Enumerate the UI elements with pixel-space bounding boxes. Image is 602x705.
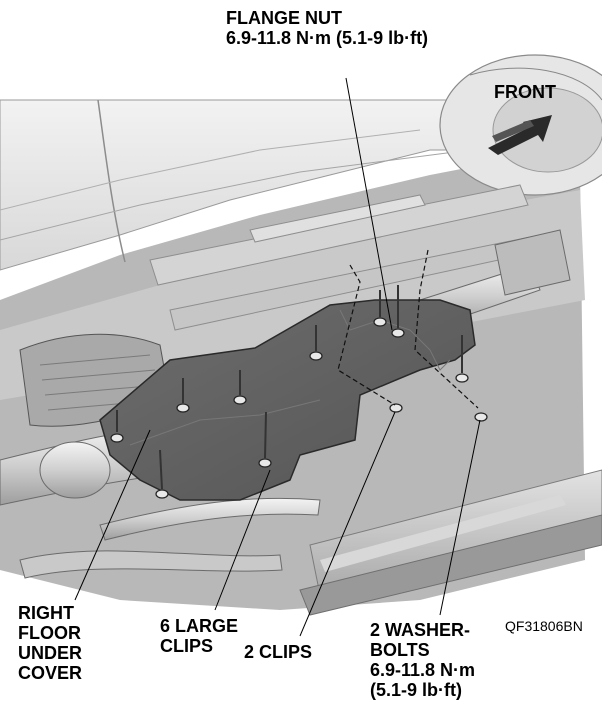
bolt-icon — [258, 458, 272, 468]
front-arrow-icon — [488, 115, 552, 155]
right-floor-under-cover-label: RIGHT FLOOR UNDER COVER — [18, 603, 83, 683]
cross-members — [149, 184, 546, 331]
bolt-icon — [391, 328, 405, 338]
bolt-icon — [309, 351, 323, 361]
leader-lines — [74, 77, 481, 637]
large-clips-label: 6 LARGE CLIPS — [160, 616, 239, 656]
figure-code: QF31806BN — [505, 618, 583, 634]
bolt-icon — [474, 412, 488, 422]
bolt-icon — [233, 395, 247, 405]
bolt-icon — [455, 373, 469, 383]
side-sill — [299, 469, 602, 616]
flange-nut-label: FLANGE NUT 6.9-11.8 N·m (5.1-9 lb·ft) — [226, 8, 429, 48]
floor-under-cover — [99, 299, 476, 501]
washer-bolts-label: 2 WASHER- BOLTS 6.9-11.8 N·m (5.1-9 lb·f… — [370, 620, 476, 700]
clips-label: 2 CLIPS — [244, 642, 313, 662]
bolt-icon — [373, 317, 387, 327]
exploded-view-lines — [337, 249, 479, 409]
front-label: FRONT — [494, 82, 556, 102]
fasteners — [110, 317, 488, 499]
fastener-shafts — [116, 285, 463, 490]
bolt-icon — [155, 489, 169, 499]
bolt-icon — [389, 403, 403, 413]
bolt-icon — [110, 433, 124, 443]
bolt-icon — [176, 403, 190, 413]
